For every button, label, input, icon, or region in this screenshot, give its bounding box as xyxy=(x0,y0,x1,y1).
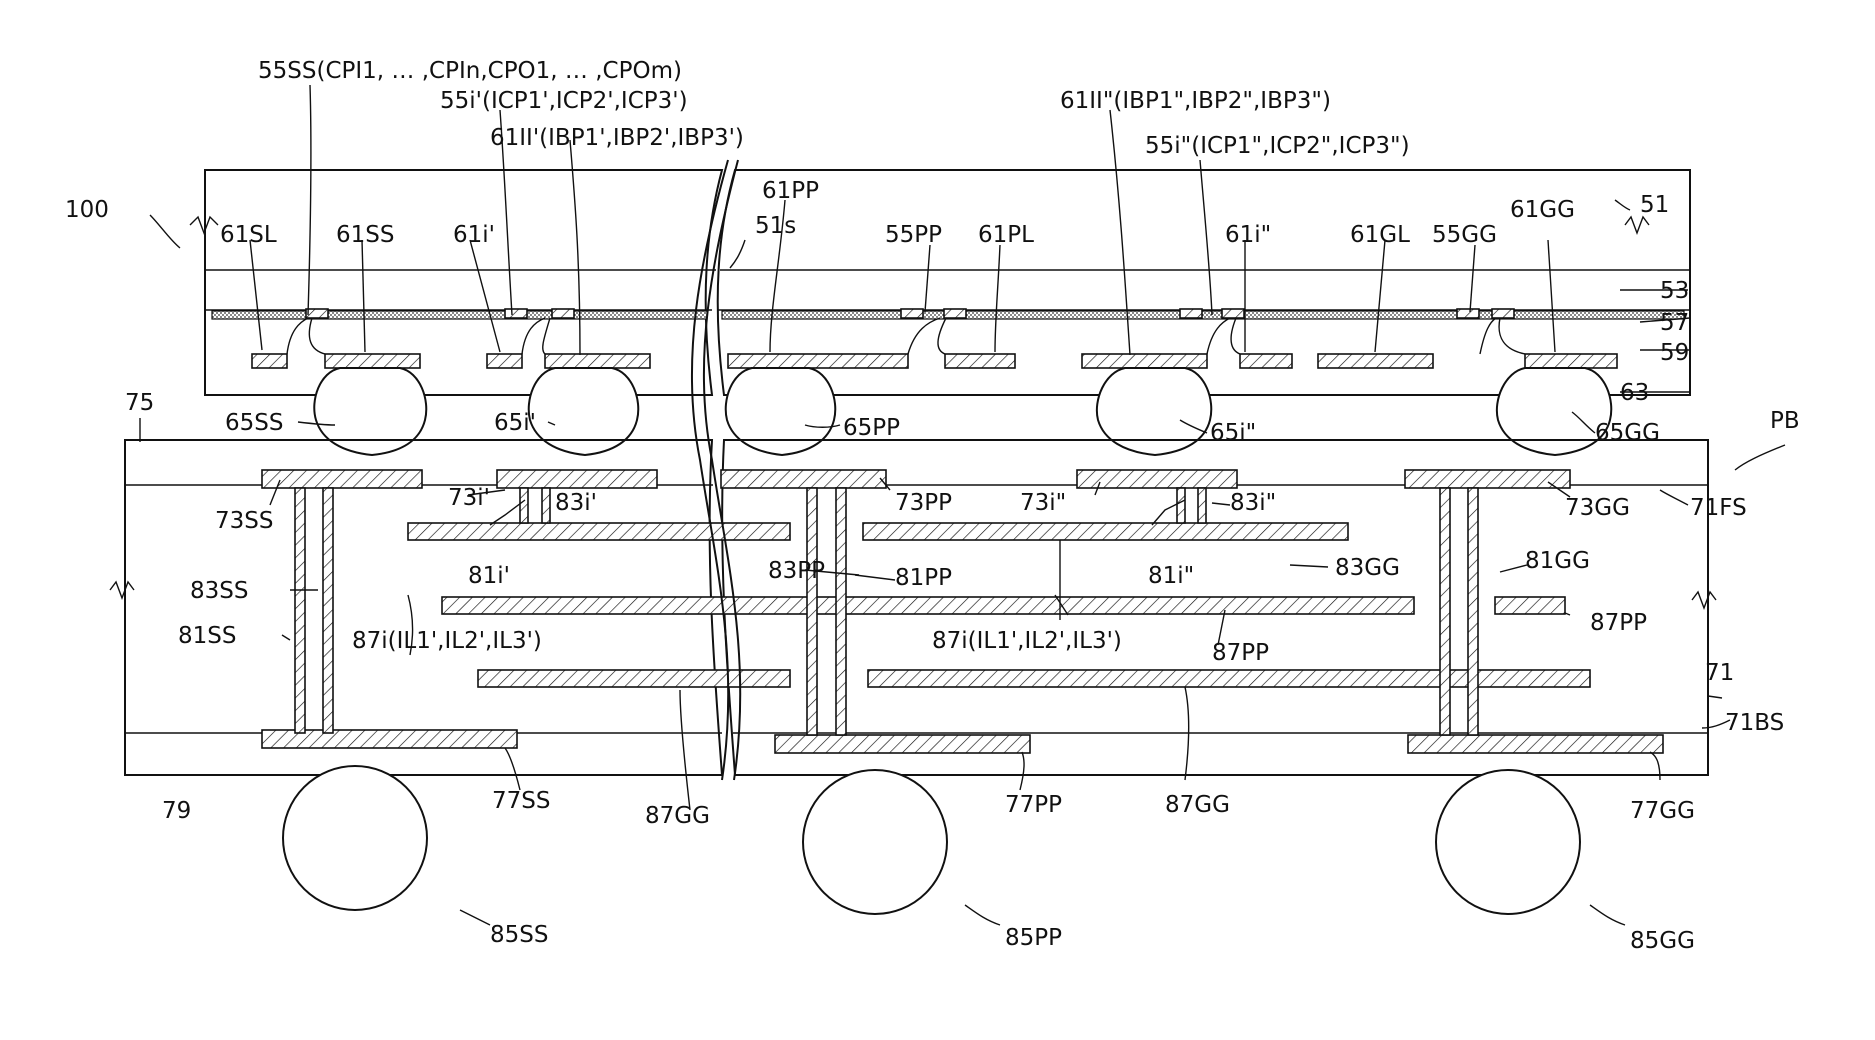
label-61ii2: 61II"(IBP1",IBP2",IBP3") xyxy=(1060,88,1331,114)
label-71fs: 71FS xyxy=(1690,495,1747,521)
label-65i2: 65i" xyxy=(1210,420,1256,446)
label-77ss: 77SS xyxy=(492,788,550,814)
label-81i2: 81i" xyxy=(1148,563,1194,589)
label-61gl: 61GL xyxy=(1350,222,1410,248)
label-61pp: 61PP xyxy=(762,178,819,204)
label-77gg: 77GG xyxy=(1630,798,1695,824)
label-73ss: 73SS xyxy=(215,508,273,534)
label-83i1: 83i' xyxy=(555,490,597,516)
label-51: 51 xyxy=(1640,192,1669,218)
label-65ss: 65SS xyxy=(225,410,283,436)
label-61ii1: 61II'(IBP1',IBP2',IBP3') xyxy=(490,125,744,151)
label-53: 53 xyxy=(1660,278,1689,304)
label-87pp2: 87PP xyxy=(1590,610,1647,636)
label-87i2: 87i(IL1',IL2',IL3') xyxy=(932,628,1122,654)
label-83pp: 83PP xyxy=(768,558,825,584)
label-87gg1: 87GG xyxy=(645,803,710,829)
label-73i1: 73i' xyxy=(448,485,490,511)
label-77pp: 77PP xyxy=(1005,792,1062,818)
label-65i1: 65i' xyxy=(494,410,536,436)
redistribution-lines-61 xyxy=(252,354,1617,368)
label-73pp: 73PP xyxy=(895,490,952,516)
label-79: 79 xyxy=(162,798,191,824)
label-100: 100 xyxy=(65,197,109,223)
label-51s: 51s xyxy=(755,213,796,239)
label-87gg2: 87GG xyxy=(1165,792,1230,818)
label-61ss: 61SS xyxy=(336,222,394,248)
label-85ss: 85SS xyxy=(490,922,548,948)
label-75: 75 xyxy=(125,390,154,416)
label-61sl: 61SL xyxy=(220,222,277,248)
label-73i2: 73i" xyxy=(1020,490,1066,516)
label-81i1: 81i' xyxy=(468,563,510,589)
label-83gg: 83GG xyxy=(1335,555,1400,581)
label-61i1: 61i' xyxy=(453,222,495,248)
label-55pp: 55PP xyxy=(885,222,942,248)
label-55gg: 55GG xyxy=(1432,222,1497,248)
label-59: 59 xyxy=(1660,340,1689,366)
label-65pp: 65PP xyxy=(843,415,900,441)
label-pb: PB xyxy=(1770,408,1800,434)
label-87pp1: 87PP xyxy=(1212,640,1269,666)
label-57: 57 xyxy=(1660,310,1689,336)
label-87i1: 87i(IL1',IL2',IL3') xyxy=(352,628,542,654)
label-71bs: 71BS xyxy=(1725,710,1784,736)
label-85gg: 85GG xyxy=(1630,928,1695,954)
label-63: 63 xyxy=(1620,380,1649,406)
label-81ss: 81SS xyxy=(178,623,236,649)
label-81gg: 81GG xyxy=(1525,548,1590,574)
label-61pl: 61PL xyxy=(978,222,1034,248)
label-65gg: 65GG xyxy=(1595,420,1660,446)
label-55i1: 55i'(ICP1',ICP2',ICP3') xyxy=(440,88,688,114)
rdl-vias xyxy=(287,318,1525,354)
label-81pp: 81PP xyxy=(895,565,952,591)
label-55ss: 55SS(CPI1, … ,CPIn,CPO1, … ,CPOm) xyxy=(258,58,682,84)
label-55i2: 55i"(ICP1",ICP2",ICP3") xyxy=(1145,133,1410,159)
label-73gg: 73GG xyxy=(1565,495,1630,521)
label-85pp: 85PP xyxy=(1005,925,1062,951)
internal-layers-87 xyxy=(408,523,1590,687)
label-71: 71 xyxy=(1705,660,1734,686)
label-61i2: 61i" xyxy=(1225,222,1271,248)
label-83i2: 83i" xyxy=(1230,490,1276,516)
label-61gg: 61GG xyxy=(1510,197,1575,223)
semiconductor-chip xyxy=(190,170,1690,395)
passivation-film-57 xyxy=(212,311,707,319)
label-83ss: 83SS xyxy=(190,578,248,604)
solder-balls-85 xyxy=(283,766,1580,914)
